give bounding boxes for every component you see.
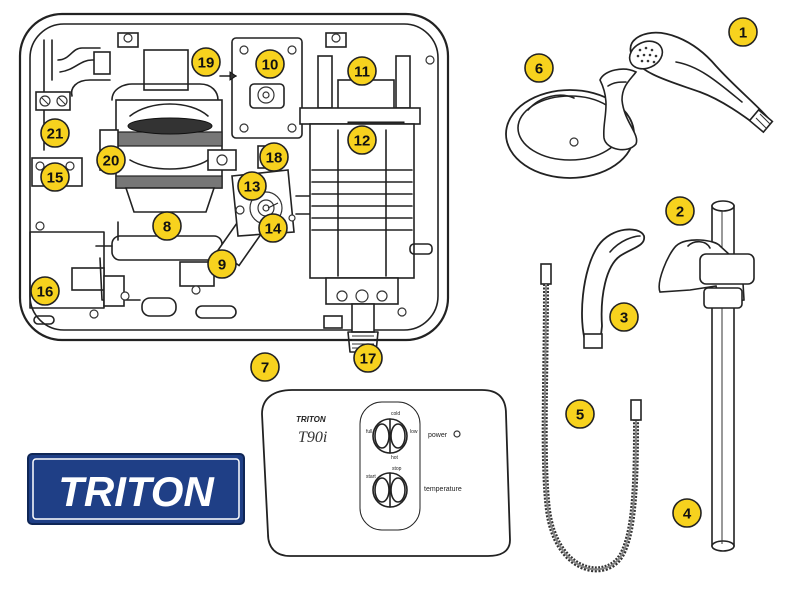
callout-13: 13	[237, 171, 267, 201]
callout-20: 20	[96, 145, 126, 175]
callout-number: 4	[683, 506, 692, 523]
callout-badge-circle	[609, 302, 639, 332]
callout-4: 4	[672, 498, 702, 528]
callout-number: 21	[47, 126, 64, 143]
callout-21: 21	[40, 118, 70, 148]
callout-5: 5	[565, 399, 595, 429]
callout-badge-circle	[353, 343, 383, 373]
callout-badge-circle	[665, 196, 695, 226]
callout-number: 16	[37, 284, 54, 301]
heater-tank	[299, 55, 421, 353]
callout-1: 1	[728, 17, 758, 47]
shower-hose	[540, 263, 642, 573]
callout-10: 10	[255, 49, 285, 79]
callout-number: 2	[676, 204, 684, 221]
callout-number: 19	[198, 55, 215, 72]
label-start: start	[366, 474, 376, 480]
shower-head	[628, 31, 774, 134]
callout-badge-circle	[258, 213, 288, 243]
callout-badge-circle	[30, 276, 60, 306]
callout-badge-circle	[191, 47, 221, 77]
label-hot: hot	[391, 455, 399, 461]
callout-number: 14	[265, 221, 282, 238]
cover-brand-text: TRITON	[296, 415, 326, 424]
callout-number: 17	[360, 351, 377, 368]
callout-badge-circle	[524, 53, 554, 83]
callout-2: 2	[665, 196, 695, 226]
label-temperature: temperature	[424, 486, 462, 493]
callout-number: 20	[103, 153, 120, 170]
callout-number: 13	[244, 179, 261, 196]
callout-3: 3	[609, 302, 639, 332]
callout-number: 8	[163, 219, 171, 236]
callout-number: 12	[354, 133, 371, 150]
callout-number: 10	[262, 57, 279, 74]
callout-12: 12	[347, 125, 377, 155]
callout-badge-circle	[152, 211, 182, 241]
callout-number: 15	[47, 170, 64, 187]
callout-number: 7	[261, 360, 269, 377]
shower-unit-internals	[18, 12, 450, 353]
pump-motor	[99, 49, 237, 213]
callout-8: 8	[152, 211, 182, 241]
callout-number: 18	[266, 150, 283, 167]
callout-11: 11	[347, 56, 377, 86]
cover-model-text: T90i	[298, 429, 327, 446]
brand-logo	[27, 453, 245, 525]
callout-badge-circle	[672, 498, 702, 528]
callout-9: 9	[207, 249, 237, 279]
slider-bracket	[658, 239, 755, 309]
power-indicator-icon	[453, 430, 461, 438]
callout-17: 17	[353, 343, 383, 373]
callout-badge-circle	[255, 49, 285, 79]
callout-badge-circle	[96, 145, 126, 175]
callout-7: 7	[250, 352, 280, 382]
brand-logo-text: TRITON	[58, 468, 215, 515]
callout-number: 6	[535, 61, 543, 78]
front-cover: TRITON T90i cold full low hot power stop…	[261, 389, 511, 557]
callout-badge-circle	[565, 399, 595, 429]
callout-16: 16	[30, 276, 60, 306]
callout-badge-circle	[347, 125, 377, 155]
callout-badge-circle	[207, 249, 237, 279]
soap-dish	[505, 68, 638, 179]
callout-badge-circle	[259, 142, 289, 172]
callout-badge-circle	[40, 162, 70, 192]
callout-15: 15	[40, 162, 70, 192]
callout-badge-circle	[40, 118, 70, 148]
callout-number: 3	[620, 310, 628, 327]
callout-18: 18	[259, 142, 289, 172]
label-stop: stop	[392, 466, 402, 472]
callout-badge-circle	[250, 352, 280, 382]
callout-badge-circle	[347, 56, 377, 86]
callout-number: 11	[354, 64, 370, 81]
label-cold: cold	[391, 411, 400, 417]
callout-number: 1	[739, 25, 747, 42]
handset-holder	[581, 228, 645, 349]
label-low: low	[410, 429, 418, 435]
callout-19: 19	[191, 47, 221, 77]
callout-6: 6	[524, 53, 554, 83]
callout-badge-circle	[237, 171, 267, 201]
label-full: full	[366, 429, 372, 435]
callout-number: 9	[218, 257, 226, 274]
callout-14: 14	[258, 213, 288, 243]
label-power: power	[428, 432, 448, 439]
callout-badge-circle	[728, 17, 758, 47]
callout-number: 5	[576, 407, 584, 424]
